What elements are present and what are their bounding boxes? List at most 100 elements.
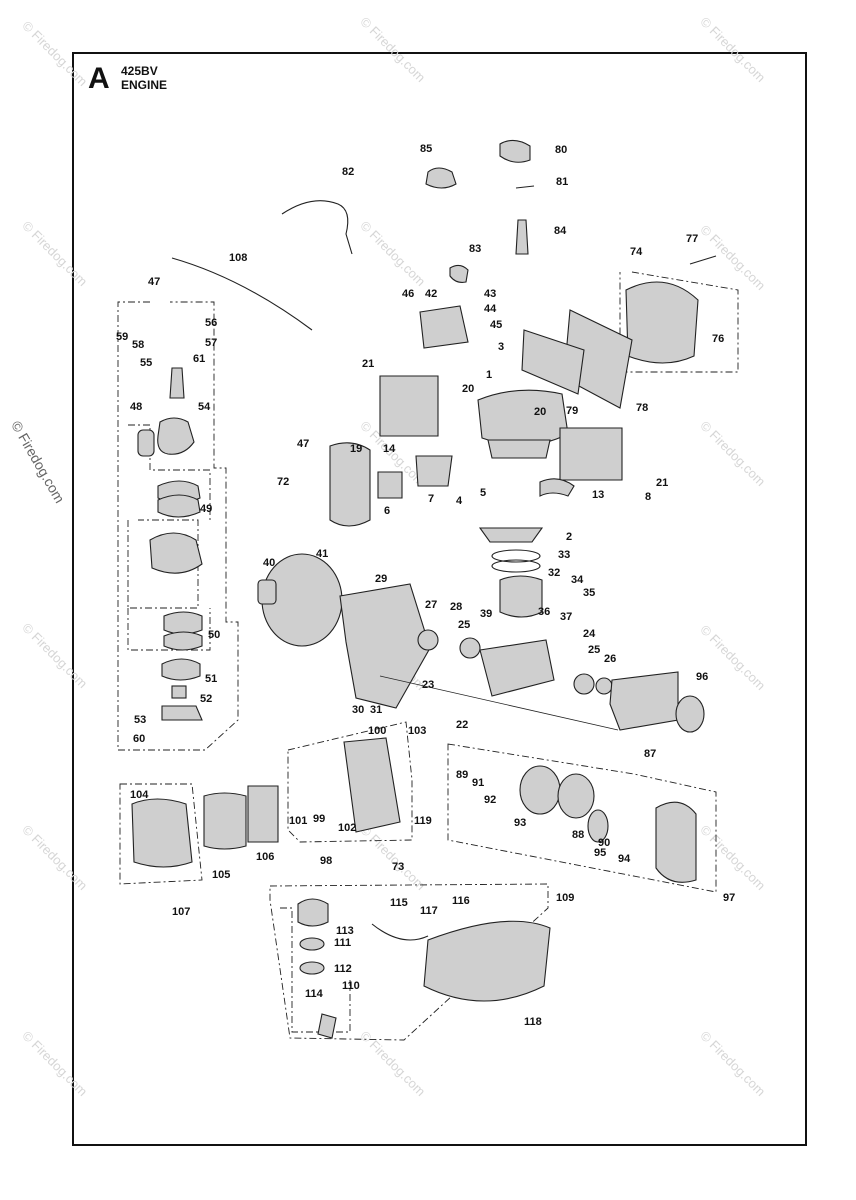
insulator-part [377,471,403,499]
carburetor-subgroup-bracket [128,424,211,520]
part-number-label: 114 [305,988,324,1000]
part-number-label: 118 [524,1016,542,1028]
part-number-label: 29 [375,573,387,585]
seal-part [595,677,613,695]
part-number-label: 41 [316,548,328,560]
part-number-label: 78 [636,402,648,414]
part-number-label: 30 [352,704,364,716]
section-letter: A [88,62,110,95]
part-number-label: 104 [130,789,149,801]
part-number-label: 77 [686,233,698,245]
part-number-label: 98 [320,855,332,867]
part-number-label: 55 [140,357,152,369]
part-number-label: 80 [555,144,567,156]
part-number-label: 105 [212,869,230,881]
part-number-label: 3 [498,341,504,353]
cover-plate-part [161,705,203,721]
part-number-label: 21 [656,477,668,489]
part-number-label: 56 [205,317,217,329]
crankcase-half-part [339,583,431,709]
part-number-label: 4 [456,495,463,507]
part-number-label: 36 [538,606,550,618]
carburetor-body-bracket [127,519,199,609]
pump-diaphragm-part [163,611,203,635]
switch-part [449,264,469,283]
part-number-label: 40 [263,557,275,569]
spring-part [515,185,535,189]
part-number-label: 33 [558,549,570,561]
part-number-label: 106 [256,851,274,863]
gasket-plate-part [521,329,585,395]
part-number-label: 22 [456,719,468,731]
air-filter-cover-bracket [119,783,203,885]
part-number-label: 14 [383,443,396,455]
part-number-label: 51 [205,673,217,685]
spark-plug-cap-part [499,139,531,163]
exhaust-plate-part [559,427,623,481]
part-number-label: 58 [132,339,144,351]
carburetor-top-part [157,417,195,455]
part-number-label: 60 [133,733,145,745]
gasket-part [137,429,155,457]
part-number-label: 19 [350,443,362,455]
muffler-part [625,281,699,364]
part-number-label: 1 [486,369,492,381]
part-number-label: 13 [592,489,604,501]
part-number-label: 72 [277,476,289,488]
part-number-label: 21 [362,358,374,370]
part-number-label: 74 [630,246,643,258]
crankshaft-part [479,639,555,697]
part-number-label: 45 [490,319,502,331]
part-number-label: 27 [425,599,437,611]
air-filter-cover-part [131,798,193,868]
part-number-label: 20 [462,383,474,395]
fuel-tank-group-bracket [269,883,549,1041]
part-number-label: 37 [560,611,572,623]
carburetor-group-bracket [117,301,239,751]
diaphragm-part [157,494,201,518]
starter-housing-part [655,801,697,883]
part-number-label: 79 [566,405,578,417]
spring-cassette-part [519,765,561,815]
part-number-label: 103 [408,725,426,737]
piston-part [499,575,543,618]
part-number-label: 109 [556,892,574,904]
part-number-label: 25 [458,619,470,631]
part-number-label: 117 [420,905,438,917]
part-number-label: 47 [297,438,309,450]
part-number-label: 48 [130,401,142,413]
part-number-label: 94 [618,853,631,865]
intake-plate-part [379,375,439,437]
bearing-part [459,637,481,659]
part-number-label: 39 [480,608,492,620]
part-number-label: 107 [172,906,190,918]
part-number-label: 93 [514,817,526,829]
assembly-line [379,675,619,731]
part-number-label: 26 [604,653,616,665]
part-number-label: 47 [148,276,160,288]
part-number-label: 46 [402,288,414,300]
part-number-label: 87 [644,748,656,760]
fuel-tank-part [423,920,551,1002]
air-filter-part [203,792,247,850]
part-number-label: 97 [723,892,735,904]
filter-plate-part [247,785,279,843]
part-number-label: 61 [193,353,205,365]
part-number-label: 115 [390,897,408,909]
fuel-cap-group-bracket [280,907,351,1033]
part-number-label: 50 [208,629,220,641]
cylinder-part [477,389,569,446]
part-number-label: 8 [645,491,651,503]
part-number-label: 76 [712,333,724,345]
part-number-label: 90 [598,837,610,849]
ring-part [299,937,325,951]
part-number-label: 44 [484,303,497,315]
part-number-label: 112 [334,963,352,975]
screen-part [171,685,187,699]
pump-kit-bracket [127,608,211,651]
air-filter-group-bracket [287,721,413,843]
part-number-label: 54 [198,401,211,413]
throttle-cable-part [171,257,313,331]
